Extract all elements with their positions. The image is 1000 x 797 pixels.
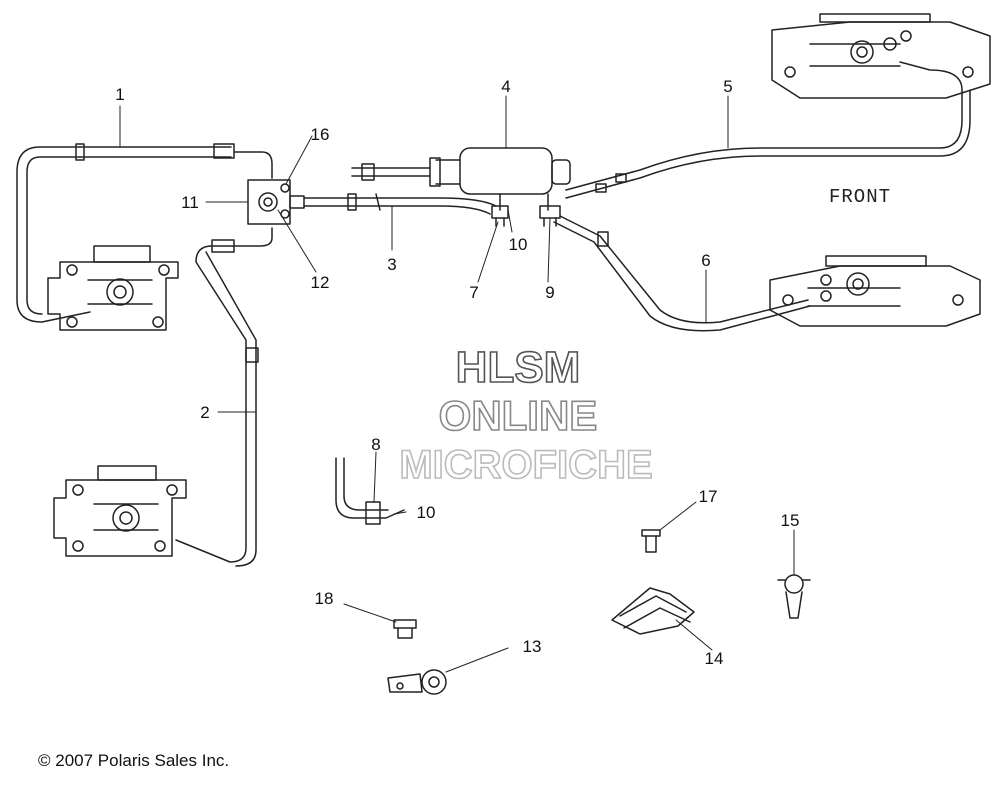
caliper-front-upper (771, 13, 991, 99)
callout-3: 3 (387, 255, 396, 274)
watermark-line-1: HLSM (456, 343, 581, 392)
copyright-text: © 2007 Polaris Sales Inc. (38, 751, 229, 770)
fitting-detail-8-10 (335, 457, 405, 525)
bracket-14 (611, 587, 695, 635)
callout-labels: 1 2 3 4 5 6 7 8 9 10 10 11 12 13 14 15 1… (115, 77, 799, 668)
callout-18: 18 (315, 589, 334, 608)
callout-5: 5 (723, 77, 732, 96)
brake-line-5 (565, 61, 971, 199)
brake-line-1 (16, 143, 273, 323)
callout-13: 13 (523, 637, 542, 656)
master-cylinder (351, 147, 571, 211)
bolt-17 (641, 529, 661, 553)
bolt-18 (393, 619, 417, 639)
caliper-rear-lower (53, 465, 187, 557)
distribution-block (247, 179, 305, 225)
callout-6: 6 (701, 251, 710, 270)
clamp-13 (387, 669, 447, 695)
callout-4: 4 (501, 77, 510, 96)
clip-15 (777, 574, 811, 619)
callout-12: 12 (311, 273, 330, 292)
callout-10-top: 10 (509, 235, 528, 254)
front-label: FRONT (829, 186, 891, 208)
caliper-rear-upper (47, 245, 179, 331)
callout-1: 1 (115, 85, 124, 104)
callout-17: 17 (699, 487, 718, 506)
caliper-front-lower (769, 255, 981, 327)
callout-14: 14 (705, 649, 724, 668)
brake-line-3 (303, 193, 497, 215)
callout-11: 11 (181, 193, 199, 212)
watermark: HLSM ONLINE MICROFICHE (399, 342, 654, 488)
watermark-line-2: ONLINE (439, 392, 598, 439)
callout-2: 2 (200, 403, 209, 422)
leader-lines (119, 95, 795, 673)
callout-9: 9 (545, 283, 554, 302)
callout-7: 7 (469, 283, 478, 302)
watermark-line-3: MICROFICHE (399, 443, 652, 487)
callout-15: 15 (781, 511, 800, 530)
callout-8: 8 (371, 435, 380, 454)
callout-10-detail: 10 (417, 503, 436, 522)
callout-16: 16 (311, 125, 330, 144)
brake-line-2 (175, 227, 273, 567)
brake-line-6 (553, 215, 811, 332)
